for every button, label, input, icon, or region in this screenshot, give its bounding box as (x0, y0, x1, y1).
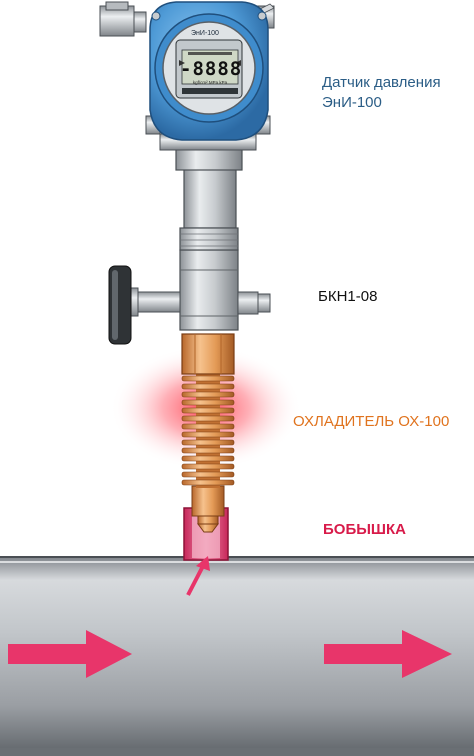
cooler-fin (181, 455, 235, 462)
sensor-housing (149, 1, 269, 141)
flow-arrow-icon (324, 630, 452, 678)
valve-handwheel (108, 265, 132, 345)
lcd-display-value: -8888 (180, 58, 243, 80)
cooler-fin (181, 383, 235, 390)
cooler-label: ОХЛАДИТЕЛЬ ОХ-100 (293, 413, 450, 430)
pointer-arrow-icon (186, 556, 210, 596)
cooler-fin (181, 415, 235, 422)
flow-arrow-icon (8, 630, 132, 678)
cooler-fin (181, 439, 235, 446)
cooler-fin (181, 407, 235, 414)
cooler-core (196, 374, 220, 488)
sensor-label-line2: ЭнИ-100 (322, 94, 382, 111)
sensor-label-line1: Датчик давления (322, 74, 441, 91)
cable-gland-left (99, 1, 147, 37)
valve-label: БКН1-08 (318, 288, 378, 305)
device-title: ЭнИ-100 (191, 30, 219, 37)
cooler-fins (181, 374, 235, 488)
boss-label: БОБЫШКА (323, 521, 406, 538)
cooler-fin (181, 479, 235, 486)
lcd-bargraph (188, 52, 232, 55)
lcd-units: kgf/cm² MPa kPa (192, 80, 228, 85)
cooler-fin (181, 447, 235, 454)
sensor-neck (159, 133, 257, 251)
cooler-fin (181, 471, 235, 478)
cooler-fin (181, 463, 235, 470)
cooler-fin (181, 375, 235, 382)
cooler-tip (191, 485, 225, 533)
cooler-fin (181, 399, 235, 406)
cooler-fin (181, 391, 235, 398)
cooler-hex (181, 333, 235, 375)
cooler-fin (181, 423, 235, 430)
cooler-fin (181, 431, 235, 438)
valve-block (127, 249, 271, 331)
